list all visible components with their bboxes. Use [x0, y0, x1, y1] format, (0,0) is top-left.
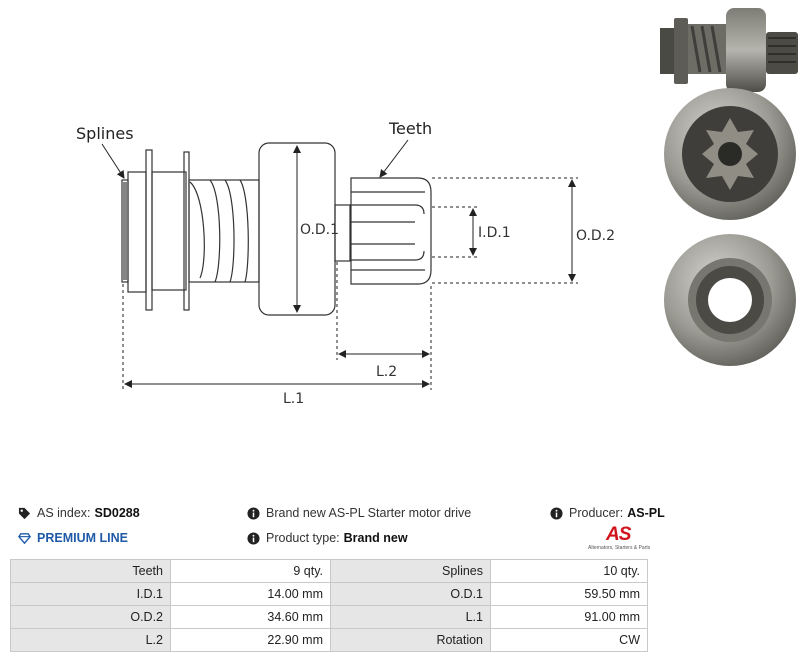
product-type-row: Product type: Brand new — [247, 531, 408, 545]
shaft — [334, 204, 351, 262]
spec-key: Rotation — [330, 628, 491, 652]
premium-line-row: PREMIUM LINE — [18, 531, 128, 545]
logo-mark: AS — [606, 524, 631, 545]
product-type-label: Product type: — [266, 531, 340, 545]
label-id1: I.D.1 — [478, 225, 511, 241]
spec-key: Teeth — [10, 559, 171, 583]
spec-value: 91.00 mm — [490, 605, 648, 629]
spec-key: L.2 — [10, 628, 171, 652]
table-row: L.2 22.90 mm Rotation CW — [10, 628, 648, 652]
diamond-icon — [18, 532, 31, 544]
logo-tagline: Alternators, Starters & Parts — [588, 545, 651, 551]
producer-value: AS-PL — [627, 506, 665, 520]
spec-value: 9 qty. — [170, 559, 331, 583]
spec-value: CW — [490, 628, 648, 652]
tag-icon — [18, 507, 31, 519]
spec-value: 10 qty. — [490, 559, 648, 583]
table-row: Teeth 9 qty. Splines 10 qty. — [10, 559, 648, 583]
as-logo: AS Alternators, Starters & Parts — [584, 524, 654, 552]
spline-face — [121, 179, 129, 283]
spec-table: Teeth 9 qty. Splines 10 qty. I.D.1 14.00… — [10, 559, 648, 652]
photo-side-view — [660, 8, 798, 92]
label-od2: O.D.2 — [576, 228, 615, 244]
label-splines: Splines — [76, 124, 134, 143]
spec-key: O.D.2 — [10, 605, 171, 629]
starter-drive-diagram: Splines Teeth O.D.1 I.D.1 O.D.2 L.2 L.1 — [76, 119, 615, 407]
info-icon — [247, 506, 260, 520]
producer-row: Producer: AS-PL — [550, 506, 665, 520]
photo-rear-view — [664, 234, 796, 366]
label-od1: O.D.1 — [300, 222, 339, 238]
spec-value: 59.50 mm — [490, 582, 648, 606]
premium-line-label: PREMIUM LINE — [37, 531, 128, 545]
description-text: Brand new AS-PL Starter motor drive — [266, 506, 472, 520]
info-icon — [247, 531, 260, 545]
product-photos — [660, 8, 798, 366]
spec-key: L.1 — [330, 605, 491, 629]
producer-label: Producer: — [569, 506, 624, 520]
spec-value: 34.60 mm — [170, 605, 331, 629]
photo-front-view — [664, 88, 796, 220]
table-row: I.D.1 14.00 mm O.D.1 59.50 mm — [10, 582, 648, 606]
spec-key: I.D.1 — [10, 582, 171, 606]
product-type-value: Brand new — [343, 531, 408, 545]
label-l1: L.1 — [283, 391, 304, 407]
spec-value: 14.00 mm — [170, 582, 331, 606]
flange-plate — [145, 149, 153, 311]
spring-coil — [189, 179, 249, 283]
label-l2: L.2 — [376, 364, 397, 380]
rear-flange — [127, 171, 147, 293]
as-index-value: SD0288 — [94, 506, 140, 520]
hub — [151, 171, 187, 291]
table-row: O.D.2 34.60 mm L.1 91.00 mm — [10, 605, 648, 629]
spec-key: Splines — [330, 559, 491, 583]
info-icon — [550, 506, 563, 520]
spec-value: 22.90 mm — [170, 628, 331, 652]
spec-key: O.D.1 — [330, 582, 491, 606]
pinion — [350, 177, 432, 285]
as-index-row: AS index: SD0288 — [18, 506, 140, 520]
as-index-label: AS index: — [37, 506, 91, 520]
description-row: Brand new AS-PL Starter motor drive — [247, 506, 471, 520]
label-teeth: Teeth — [388, 119, 432, 138]
